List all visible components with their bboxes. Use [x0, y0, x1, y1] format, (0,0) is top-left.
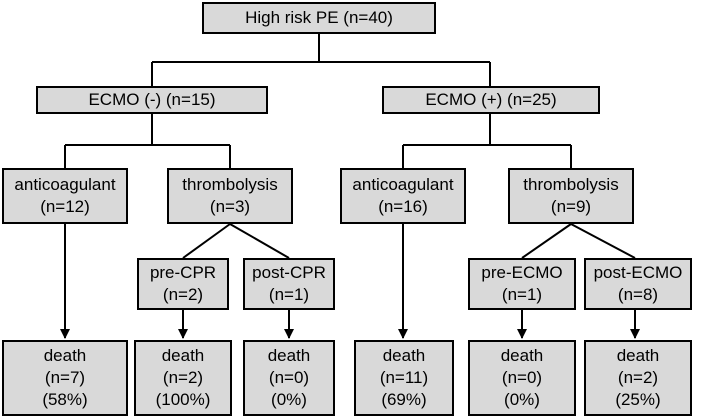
death-count: (n=0) [501, 368, 543, 387]
pre-ecmo-box: pre-ECMO (n=1) [468, 258, 576, 310]
death-percent: (0%) [271, 390, 307, 409]
death-count: (n=2) [617, 368, 659, 387]
death-count: (n=7) [44, 368, 86, 387]
death-percent: (69%) [381, 390, 427, 409]
ecmo-neg-box: ECMO (-) (n=15) [36, 86, 268, 114]
post-cpr-count: (n=1) [268, 285, 310, 304]
ecmo-neg-thrombolysis-count: (n=3) [209, 197, 251, 216]
death-count: (n=0) [268, 368, 310, 387]
death-count: (n=11) [379, 368, 429, 387]
post-cpr-box: post-CPR (n=1) [243, 258, 335, 310]
pre-ecmo-count: (n=1) [501, 285, 543, 304]
death-label: death [267, 346, 311, 365]
connector-ecmo-neg-bracket [64, 112, 231, 168]
post-cpr-label: post-CPR [252, 263, 326, 282]
death-post-cpr-box: death (n=0) (0%) [243, 340, 335, 416]
ecmo-neg-anticoagulant-count: (n=12) [40, 197, 90, 216]
ecmo-pos-anticoagulant-count: (n=16) [378, 197, 428, 216]
pre-ecmo-label: pre-ECMO [481, 263, 563, 282]
death-anticoagulant-neg-box: death (n=7) (58%) [2, 340, 128, 416]
connector-ecmo-pos-bracket [402, 112, 572, 168]
pre-cpr-count: (n=2) [162, 285, 204, 304]
death-count: (n=2) [162, 368, 204, 387]
post-ecmo-count: (n=8) [617, 285, 659, 304]
death-pre-ecmo-box: death (n=0) (0%) [468, 340, 576, 416]
death-label: death [161, 346, 205, 365]
ecmo-neg-anticoagulant-label: anticoagulant [14, 175, 116, 194]
death-percent: (0%) [504, 390, 540, 409]
ecmo-neg-label: ECMO (-) (n=15) [88, 90, 216, 109]
post-ecmo-box: post-ECMO (n=8) [584, 258, 692, 310]
connector-root-bracket [151, 32, 491, 86]
connector-thrombolysis-pos-split [521, 223, 636, 259]
death-percent: (25%) [615, 390, 661, 409]
ecmo-neg-thrombolysis-box: thrombolysis (n=3) [167, 168, 293, 224]
ecmo-pos-thrombolysis-box: thrombolysis (n=9) [508, 168, 634, 224]
ecmo-pos-anticoagulant-label: anticoagulant [352, 175, 454, 194]
post-ecmo-label: post-ECMO [593, 263, 683, 282]
root-box: High risk PE (n=40) [202, 2, 436, 34]
death-post-ecmo-box: death (n=2) (25%) [584, 340, 692, 416]
ecmo-pos-anticoagulant-box: anticoagulant (n=16) [340, 168, 466, 224]
death-label: death [616, 346, 660, 365]
root-label: High risk PE (n=40) [245, 8, 393, 27]
death-pre-cpr-box: death (n=2) (100%) [134, 340, 232, 416]
death-anticoagulant-pos-box: death (n=11) (69%) [354, 340, 454, 416]
ecmo-pos-thrombolysis-label: thrombolysis [523, 175, 619, 194]
pre-cpr-label: pre-CPR [149, 263, 217, 282]
ecmo-pos-box: ECMO (+) (n=25) [382, 86, 600, 114]
death-percent: (58%) [42, 390, 88, 409]
connector-thrombolysis-neg-split [182, 223, 290, 259]
pre-cpr-box: pre-CPR (n=2) [137, 258, 229, 310]
ecmo-neg-anticoagulant-box: anticoagulant (n=12) [2, 168, 128, 224]
death-label: death [382, 346, 426, 365]
death-percent: (100%) [155, 390, 211, 409]
ecmo-pos-label: ECMO (+) (n=25) [425, 90, 557, 109]
ecmo-pos-thrombolysis-count: (n=9) [550, 197, 592, 216]
death-label: death [500, 346, 544, 365]
ecmo-neg-thrombolysis-label: thrombolysis [182, 175, 278, 194]
death-label: death [43, 346, 87, 365]
